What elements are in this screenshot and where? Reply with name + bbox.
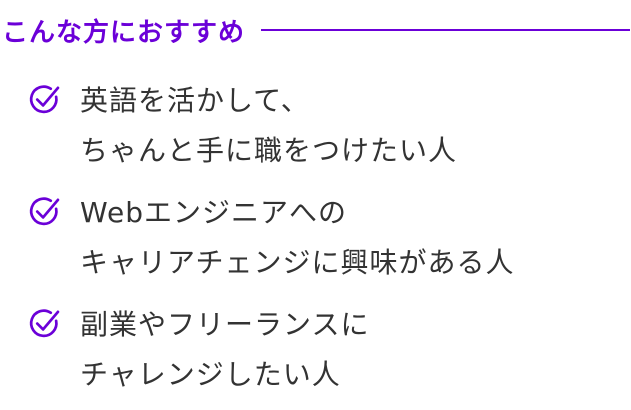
list-item-line: ちゃんと手に職をつけたい人 <box>80 134 458 167</box>
check-circle-icon <box>29 309 60 338</box>
recommendation-list: 英語を活かして、 ちゃんと手に職をつけたい人 Webエンジニアへの キャリアチェ… <box>0 76 631 410</box>
list-item: 副業やフリーランスに チャレンジしたい人 <box>0 300 631 410</box>
list-item-line: 英語を活かして、 <box>80 84 310 117</box>
list-item: 英語を活かして、 ちゃんと手に職をつけたい人 <box>0 76 631 188</box>
check-circle-icon <box>29 85 60 114</box>
list-item-line: Webエンジニアへの <box>80 196 348 229</box>
check-circle-icon <box>29 197 60 226</box>
section-title: こんな方におすすめ <box>2 17 246 48</box>
header-divider-line <box>261 29 630 31</box>
list-item-line: 副業やフリーランスに <box>80 308 370 341</box>
list-item-line: チャレンジしたい人 <box>80 358 341 391</box>
section-header: こんな方におすすめ <box>0 10 631 50</box>
list-item-line: キャリアチェンジに興味がある人 <box>80 246 515 279</box>
list-item: Webエンジニアへの キャリアチェンジに興味がある人 <box>0 188 631 300</box>
